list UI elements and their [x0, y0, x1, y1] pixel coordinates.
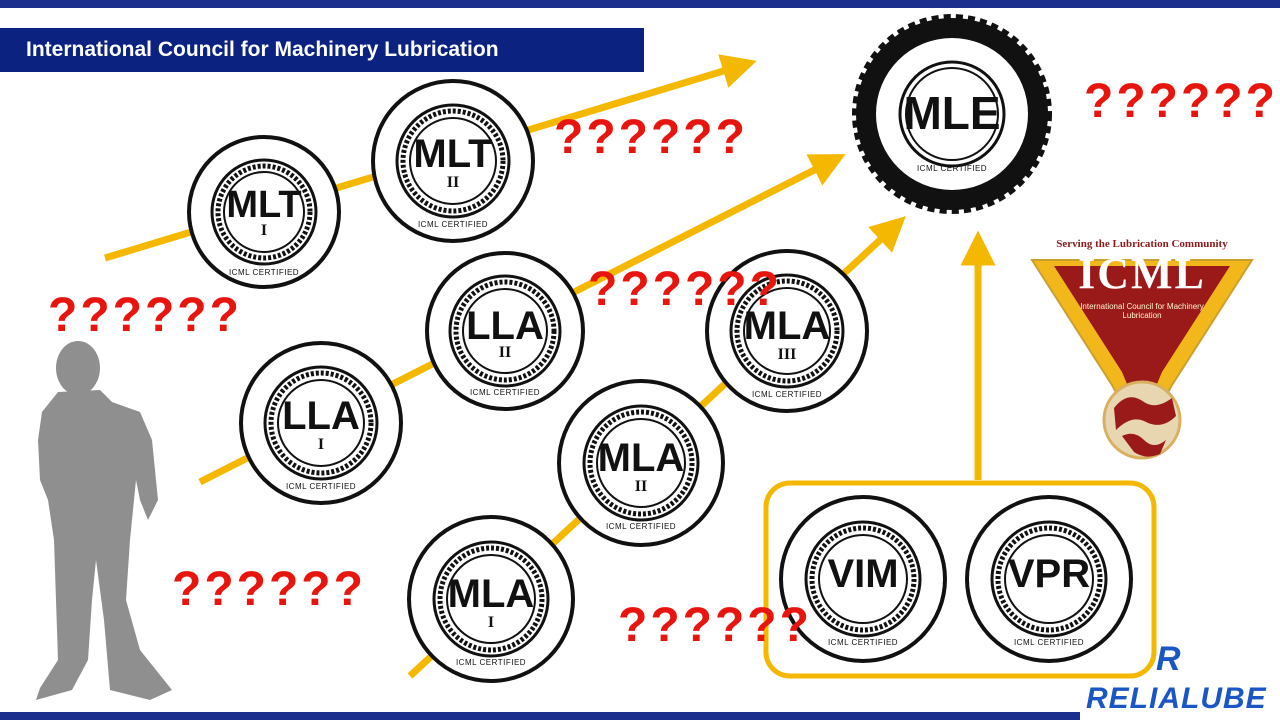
seal-lla-1-abbr: LLA	[282, 394, 360, 438]
page-title: International Council for Machinery Lubr…	[0, 28, 644, 72]
seal-lla-2: LLA II ICML CERTIFIED	[424, 250, 586, 412]
seal-mla-3-level: III	[777, 346, 797, 363]
seal-lla-1-level: I	[317, 436, 325, 453]
seal-lla-2-cert: ICML CERTIFIED	[469, 388, 541, 397]
seal-lla-1: LLA I ICML CERTIFIED	[238, 340, 404, 506]
seal-mla-1-abbr: MLA	[447, 572, 535, 616]
question-marks-lla: ??????	[588, 263, 782, 316]
seal-mlt-2-rings	[371, 79, 535, 243]
seal-mla-1-rings	[407, 515, 575, 683]
relialube-logo: R RELIALUBE	[1084, 640, 1274, 720]
icml-logo	[1030, 259, 1254, 460]
seal-vpr: VPR ICML CERTIFIED	[964, 494, 1134, 664]
question-marks-person: ??????	[48, 289, 242, 342]
bottom-accent-bar	[0, 712, 1080, 720]
icml-ring-text: International Council for Machinery Lubr…	[1080, 302, 1204, 320]
seal-mlt-2-abbr: MLT	[413, 132, 493, 176]
seal-vpr-rings	[965, 495, 1133, 663]
seal-mla-2-cert: ICML CERTIFIED	[605, 522, 677, 531]
seal-lla-2-level: II	[498, 344, 512, 361]
icml-tagline: Serving the Lubrication Community	[1056, 238, 1228, 250]
seal-mla-2-level: II	[634, 478, 648, 495]
top-accent-bar	[0, 0, 1280, 8]
person-silhouette	[36, 341, 172, 700]
seal-mle: MLE ICML CERTIFIED	[852, 14, 1052, 214]
seal-mla-3-abbr: MLA	[743, 304, 831, 348]
seal-mla-2: MLA II ICML CERTIFIED	[556, 378, 726, 548]
icml-wordmark: ICML	[1078, 249, 1206, 298]
seal-vim: VIM ICML CERTIFIED	[778, 494, 948, 664]
question-marks-varnish: ??????	[618, 599, 812, 652]
seal-mlt-1-level: I	[260, 222, 268, 239]
seal-vim-rings	[779, 495, 947, 663]
varnish-group-box	[763, 480, 1157, 679]
seal-lla-1-rings	[239, 341, 403, 505]
seal-mle-abbr: MLE	[903, 87, 1001, 139]
seal-mle-cert: ICML CERTIFIED	[916, 164, 988, 173]
seal-mla-1-cert: ICML CERTIFIED	[455, 658, 527, 667]
seal-lla-1-cert: ICML CERTIFIED	[285, 482, 357, 491]
question-marks-mle: ??????	[1084, 75, 1278, 128]
seal-lla-2-abbr: LLA	[466, 304, 544, 348]
seal-mlt-1: MLT I ICML CERTIFIED	[186, 134, 342, 290]
seal-mla-1-level: I	[487, 614, 495, 631]
seal-mla-3-cert: ICML CERTIFIED	[751, 390, 823, 399]
question-marks-mlt: ??????	[554, 111, 748, 164]
seal-vpr-abbr: VPR	[1007, 552, 1091, 596]
seal-mla-3: MLA III ICML CERTIFIED	[704, 248, 870, 414]
seal-lla-2-rings	[425, 251, 585, 411]
relialube-mark: R	[1156, 640, 1181, 678]
seal-vpr-cert: ICML CERTIFIED	[1013, 638, 1085, 647]
relialube-wordmark: RELIALUBE	[1086, 682, 1267, 715]
seal-mla-2-rings	[557, 379, 725, 547]
seal-mla-2-abbr: MLA	[597, 436, 685, 480]
seal-mlt-1-cert: ICML CERTIFIED	[228, 268, 300, 277]
seal-mlt-2-level: II	[446, 174, 460, 191]
seal-mlt-1-abbr: MLT	[226, 184, 302, 226]
seal-mlt-2-cert: ICML CERTIFIED	[417, 220, 489, 229]
seal-vim-abbr: VIM	[827, 552, 899, 596]
seal-mlt-2: MLT II ICML CERTIFIED	[370, 78, 536, 244]
seal-mlt-1-rings	[187, 135, 341, 289]
seal-mle-gear	[852, 14, 1052, 214]
seal-mla-3-rings	[705, 249, 869, 413]
seal-mla-1: MLA I ICML CERTIFIED	[406, 514, 576, 684]
seal-vim-cert: ICML CERTIFIED	[827, 638, 899, 647]
question-marks-lower: ??????	[172, 563, 366, 616]
